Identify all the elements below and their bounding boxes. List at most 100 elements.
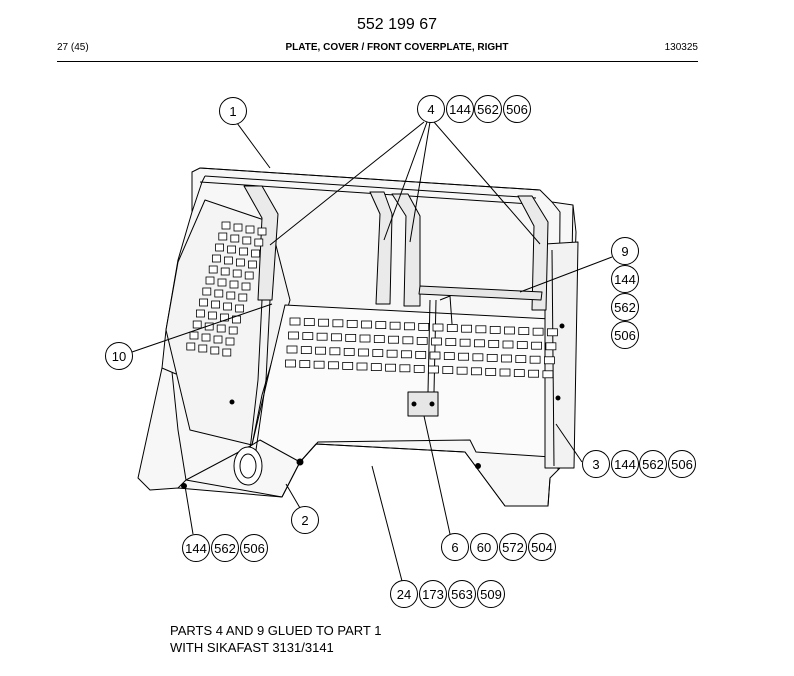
document-number: 552 199 67 xyxy=(356,16,438,33)
vent-slot xyxy=(229,280,239,289)
vent-slot xyxy=(361,320,372,329)
vent-slot xyxy=(502,340,514,349)
vent-slot xyxy=(223,302,233,311)
vent-slot xyxy=(470,367,482,376)
vent-slot xyxy=(456,366,468,375)
vent-slot xyxy=(472,353,484,362)
vent-slot xyxy=(542,370,554,379)
vent-slot xyxy=(207,311,217,320)
page-title: PLATE, COVER / FRONT COVERPLATE, RIGHT xyxy=(285,42,509,53)
callout-3-sub: 506 xyxy=(671,457,693,472)
vent-slot xyxy=(300,346,312,355)
callout-3-sub: 144 xyxy=(614,457,636,472)
vent-slot xyxy=(228,326,238,335)
vent-slot xyxy=(385,363,397,372)
callout-1: 1 xyxy=(219,97,247,125)
vent-slot xyxy=(254,238,264,247)
vent-slot xyxy=(431,337,442,346)
vent-slot xyxy=(220,267,230,276)
vent-slot xyxy=(202,287,212,296)
vent-slot xyxy=(489,325,501,334)
callout-4-item: 4 xyxy=(427,102,434,117)
vent-slot xyxy=(372,349,384,358)
vent-slot xyxy=(219,313,229,322)
vent-slot xyxy=(244,271,254,280)
vent-slot xyxy=(446,324,458,333)
assembly-note-line-2: WITH SIKAFAST 3131/3141 xyxy=(170,640,334,655)
callout-1-item: 1 xyxy=(229,104,236,119)
vent-slot xyxy=(389,321,401,330)
vent-slot xyxy=(205,276,215,285)
vent-slot xyxy=(461,324,473,333)
vent-slot xyxy=(345,333,357,342)
callout-9-sub: 506 xyxy=(614,328,636,343)
vent-slot xyxy=(318,318,330,327)
vent-slot xyxy=(198,344,208,353)
vent-slot xyxy=(239,247,249,256)
vent-slot xyxy=(286,345,298,354)
vent-slot xyxy=(235,258,245,267)
callout-4-sub: 144 xyxy=(449,102,471,117)
vent-slot xyxy=(222,348,232,357)
callout-144: 144 562 506 xyxy=(182,534,268,562)
leader-lines xyxy=(131,121,613,582)
callout-6-sub: 504 xyxy=(531,540,553,555)
callout-2-item: 2 xyxy=(301,513,308,528)
vent-slot xyxy=(346,319,358,328)
vent-slot xyxy=(257,227,267,236)
vent-slot xyxy=(504,326,515,335)
vent-slot xyxy=(373,335,385,344)
callout-6-sub: 60 xyxy=(477,540,491,555)
vent-slot xyxy=(443,352,455,361)
vent-slot xyxy=(429,351,441,360)
vent-slot xyxy=(418,322,430,331)
vent-slot xyxy=(199,298,209,307)
vent-slot xyxy=(375,321,387,330)
vent-slot xyxy=(459,338,471,347)
callout-9-sub: 144 xyxy=(614,272,636,287)
callout-6: 6 60 572 504 xyxy=(441,533,556,561)
reference-number: 130325 xyxy=(664,42,698,53)
page-number: 27 (45) xyxy=(57,42,89,53)
vent-slot xyxy=(330,333,342,342)
vent-slot xyxy=(251,249,261,258)
vent-slot xyxy=(547,328,558,337)
vent-slot xyxy=(245,225,255,234)
vent-slot xyxy=(370,363,382,372)
vent-slot xyxy=(192,320,202,329)
vent-slot xyxy=(400,350,412,359)
vent-slot xyxy=(515,355,527,364)
vent-slot xyxy=(343,347,355,356)
left-wall-vent-grid xyxy=(186,221,267,357)
vent-slot xyxy=(544,356,555,365)
vent-slot xyxy=(475,325,487,334)
vent-slot xyxy=(211,300,221,309)
vent-slot xyxy=(545,342,557,351)
vent-slot xyxy=(195,309,205,318)
vent-slot xyxy=(285,359,296,368)
vent-slot xyxy=(215,243,225,252)
floor-vent-grid xyxy=(285,317,558,379)
vent-slot xyxy=(230,234,240,243)
vent-slot xyxy=(342,361,354,370)
vent-slot xyxy=(445,338,457,347)
vent-slot xyxy=(532,327,544,336)
vent-slot xyxy=(332,319,344,328)
vent-slot xyxy=(399,364,411,373)
vent-slot xyxy=(223,256,233,265)
callout-144-sub: 506 xyxy=(243,541,265,556)
vent-slot xyxy=(227,245,237,254)
vent-slot xyxy=(225,337,235,346)
vent-slot xyxy=(238,293,248,302)
vent-slot xyxy=(388,335,400,344)
vent-slot xyxy=(201,333,211,342)
vent-slot xyxy=(329,347,341,356)
callout-4-sub: 562 xyxy=(477,102,499,117)
vent-slot xyxy=(186,342,196,351)
callout-144-sub: 562 xyxy=(214,541,236,556)
vent-slot xyxy=(288,331,299,340)
vent-slot xyxy=(531,341,542,350)
vent-slot xyxy=(413,364,425,373)
callout-6-sub: 572 xyxy=(502,540,524,555)
